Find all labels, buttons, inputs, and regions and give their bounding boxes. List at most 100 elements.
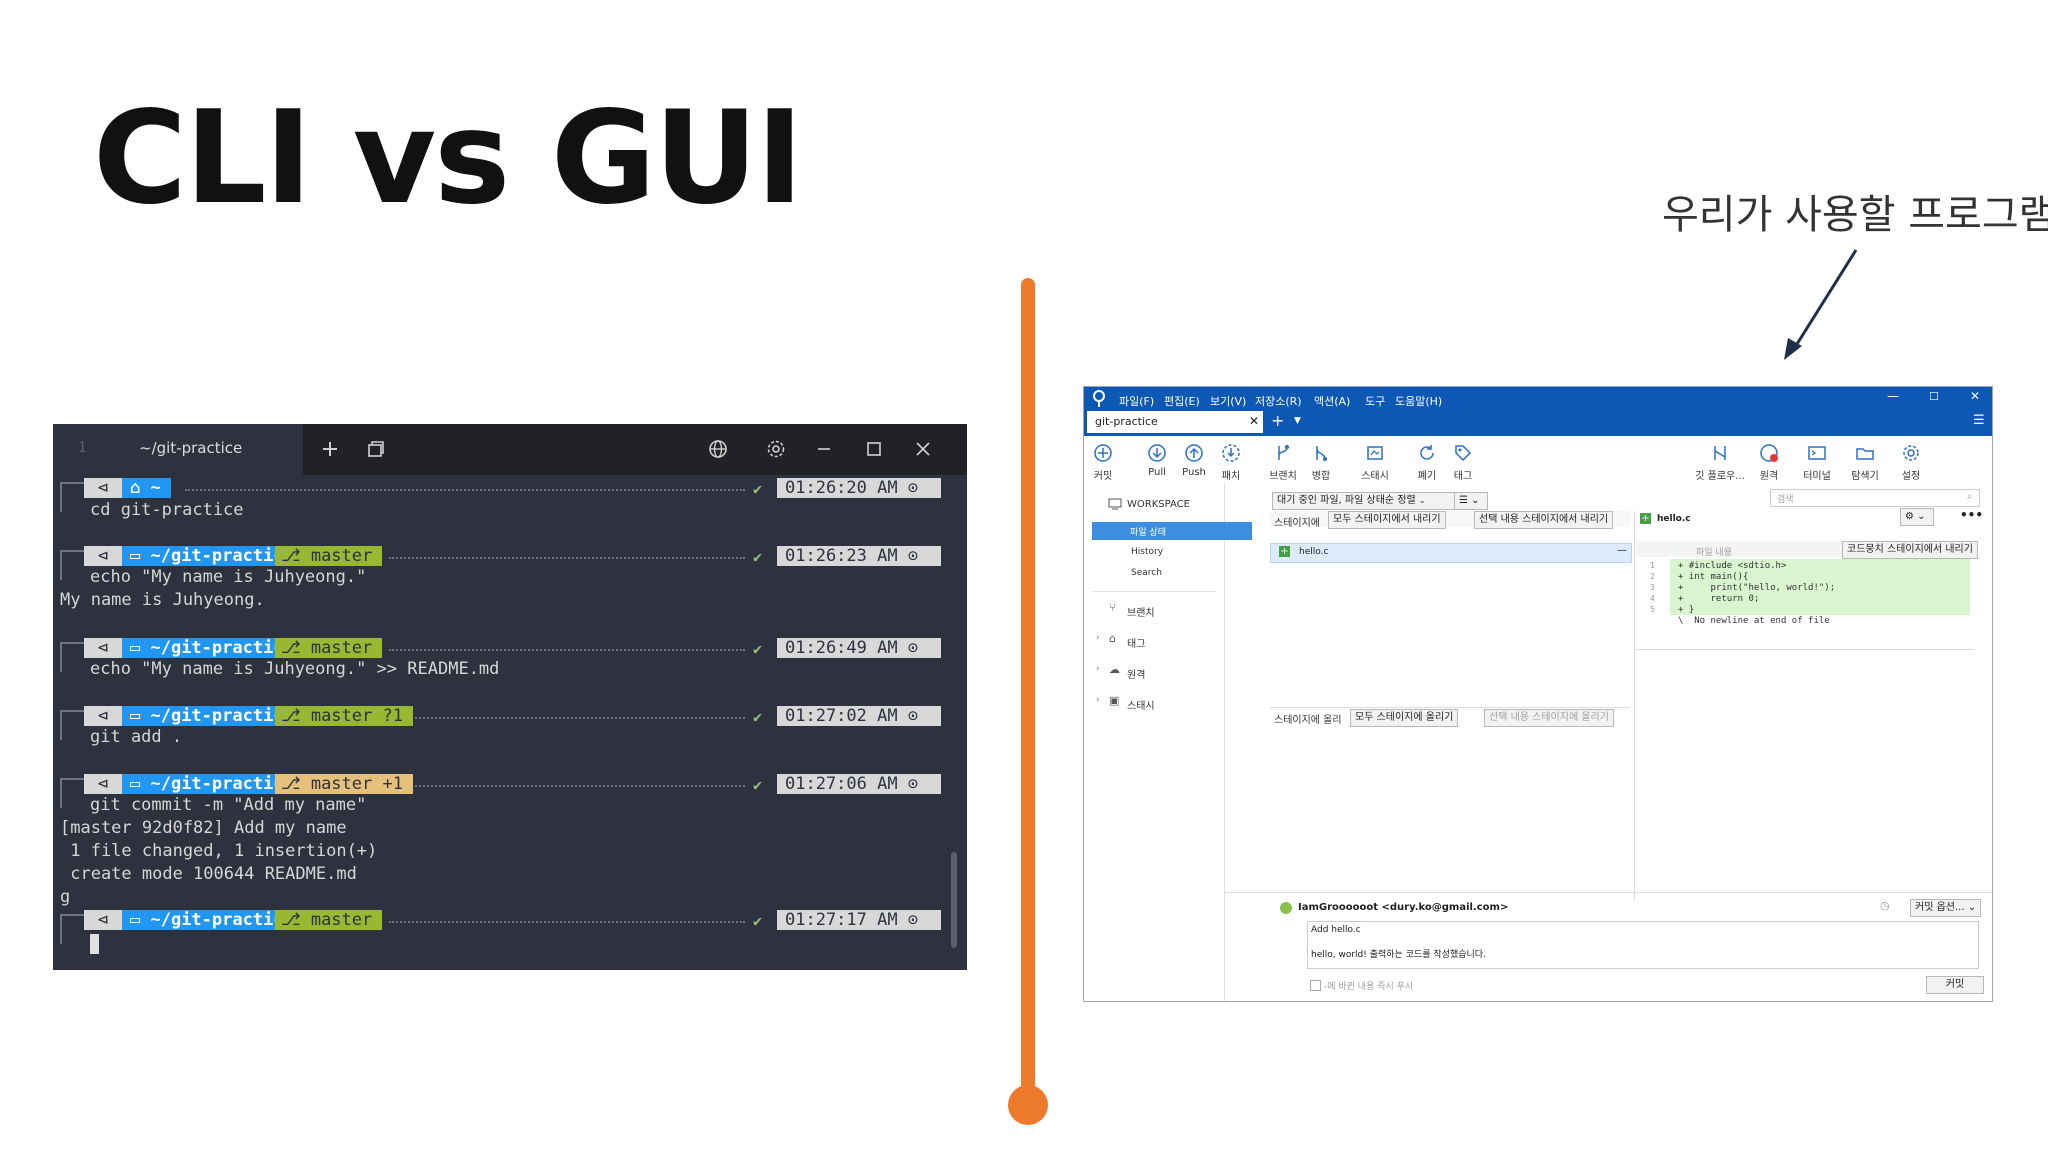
discard-button[interactable]: 폐기 [1402,443,1452,482]
globe-icon[interactable] [701,432,735,466]
sourcetree-window[interactable]: 파일(F) 편집(E) 보기(V) 저장소(R) 액션(A) 도구 도움말(H)… [1083,386,1993,1002]
commit-options-dropdown[interactable]: 커밋 옵션... ⌄ [1910,899,1982,917]
prompt-time: 01:26:23 AM ⊙ [777,546,941,566]
fetch-button[interactable]: 패치 [1206,443,1256,482]
unstage-hunk-button[interactable]: 코드뭉치 스테이지에서 내리기 [1842,541,1978,559]
success-icon: ✔ [753,912,763,930]
chevron-right-icon[interactable]: › [1096,664,1100,674]
remote-button[interactable]: 원격 [1744,443,1794,482]
chevron-right-icon[interactable]: › [1096,695,1100,705]
settings-button[interactable]: 설정 [1886,443,1936,482]
diff-line: + print("hello, world!"); [1678,583,1836,593]
unstage-file-icon[interactable]: — [1617,545,1627,556]
discard-icon [1420,445,1434,460]
maximize-icon[interactable]: ☐ [1929,390,1939,403]
sidebar-item-file-status[interactable]: 파일 상태 [1092,522,1252,540]
branch-icon: ⑂ [1109,601,1116,614]
minimize-icon[interactable]: — [1887,389,1899,403]
unstage-selected-button[interactable]: 선택 내용 스테이지에서 내리기 [1474,511,1614,529]
sidebar-item-history[interactable]: History [1131,547,1164,557]
push-button[interactable]: Push [1169,443,1219,478]
terminal-window[interactable]: 1 ~/git-practice ⊲ ⌂ ~ ✔ 01:26:20 AM ⊙ c… [53,424,967,970]
more-icon[interactable]: ••• [1960,508,1984,522]
menu-action[interactable]: 액션(A) [1314,395,1351,408]
success-icon: ✔ [753,548,763,566]
gear-icon[interactable] [759,432,793,466]
sidebar-section-stashes[interactable]: 스태시 [1127,701,1155,712]
file-row[interactable]: + hello.c — [1270,543,1632,563]
menu-repository[interactable]: 저장소(R) [1255,395,1302,408]
success-icon: ✔ [753,776,763,794]
git-segment: ⎇ master ?1 [275,706,413,726]
sidebar-section-tags[interactable]: 태그 [1127,639,1146,650]
slide-title: CLI vs GUI [93,84,803,233]
tag-button[interactable]: 태그 [1438,443,1488,482]
command-text: cd git-practice [90,500,244,520]
explorer-button[interactable]: 탐색기 [1840,443,1890,482]
menu-edit[interactable]: 편집(E) [1164,395,1200,408]
repo-tab-label: git-practice [1095,415,1158,428]
sidebar-section-remotes[interactable]: 원격 [1127,670,1146,681]
diff-line: \ No newline at end of file [1678,616,1830,626]
history-icon[interactable]: ◷ [1880,899,1890,912]
diff-line: + return 0; [1678,594,1760,604]
output-text: create mode 100644 README.md [60,864,357,884]
close-icon[interactable] [906,432,940,466]
menu-view[interactable]: 보기(V) [1210,395,1247,408]
window-icon[interactable] [359,432,393,466]
plus-icon[interactable] [313,432,347,466]
os-segment: ⊲ [84,478,122,498]
menu-file[interactable]: 파일(F) [1119,395,1155,408]
prompt-time: 01:27:06 AM ⊙ [777,774,941,794]
hamburger-icon[interactable]: ☰ [1973,413,1985,428]
stash-button[interactable]: 스태시 [1350,443,1400,482]
git-segment: ⎇ master [275,638,383,658]
terminal-scrollbar[interactable] [951,852,957,948]
repo-tab[interactable]: git-practice ✕ [1087,411,1263,433]
tab-dropdown-icon[interactable]: ▼ [1294,416,1301,426]
minimize-icon[interactable] [807,432,841,466]
chevron-right-icon[interactable]: › [1096,633,1100,643]
sidebar-section-branches[interactable]: 브랜치 [1127,608,1155,619]
remote-icon [1760,444,1778,462]
diff-options-dropdown[interactable]: ⚙ ⌄ [1900,508,1934,526]
unstaged-header: 스테이지에 올리 [1274,715,1342,726]
commit-submit-button[interactable]: 커밋 [1926,976,1984,994]
os-segment: ⊲ [84,910,122,930]
new-tab-icon[interactable]: + [1271,411,1285,430]
stage-selected-button[interactable]: 선택 내용 스테이지에 올리기 [1484,709,1614,727]
maximize-icon[interactable] [857,432,891,466]
menu-help[interactable]: 도움말(H) [1395,395,1443,408]
push-checkbox-label: -에 바뀐 내용 즉시 푸시 [1324,982,1414,992]
os-segment: ⊲ [84,774,122,794]
commit-button[interactable]: 커밋 [1084,443,1128,482]
tab-title: ~/git-practice [139,439,243,457]
sidebar [1084,483,1225,1001]
git-flow-button[interactable]: 깃 플로우... [1690,443,1750,482]
diff-line: + } [1678,605,1695,615]
tab-close-icon[interactable]: ✕ [1249,414,1260,428]
view-mode-dropdown[interactable]: ☰ ⌄ [1454,492,1488,510]
search-input[interactable]: 검색 ⌕ [1770,489,1980,507]
text-cursor [90,934,99,954]
pull-button[interactable]: Pull [1132,443,1182,478]
terminal-tab[interactable]: 1 ~/git-practice [53,424,303,475]
success-icon: ✔ [753,708,763,726]
staged-header: 스테이지에 [1274,518,1320,529]
branch-button[interactable]: 브랜치 [1258,443,1308,482]
commit-message-input[interactable]: Add hello.c hello, world! 출력하는 코드를 작성했습니… [1307,921,1979,969]
stage-all-button[interactable]: 모두 스테이지에 올리기 [1350,709,1459,727]
command-text: echo "My name is Juhyeong." >> README.md [90,659,500,679]
sort-filter-dropdown[interactable]: 대기 중인 파일, 파일 상태순 정렬 ⌄ [1272,492,1458,510]
merge-button[interactable]: 병합 [1296,443,1346,482]
arrow-icon [1784,249,1858,360]
unstage-all-button[interactable]: 모두 스테이지에서 내리기 [1328,511,1446,529]
menu-tools[interactable]: 도구 [1365,395,1386,408]
sidebar-item-search[interactable]: Search [1131,568,1162,578]
diff-added-block [1670,559,1970,615]
branch-icon [1278,445,1289,460]
push-checkbox[interactable] [1310,980,1321,991]
divider-dot [1008,1085,1048,1125]
close-icon[interactable]: ✕ [1970,389,1981,403]
terminal-button[interactable]: 터미널 [1792,443,1842,482]
